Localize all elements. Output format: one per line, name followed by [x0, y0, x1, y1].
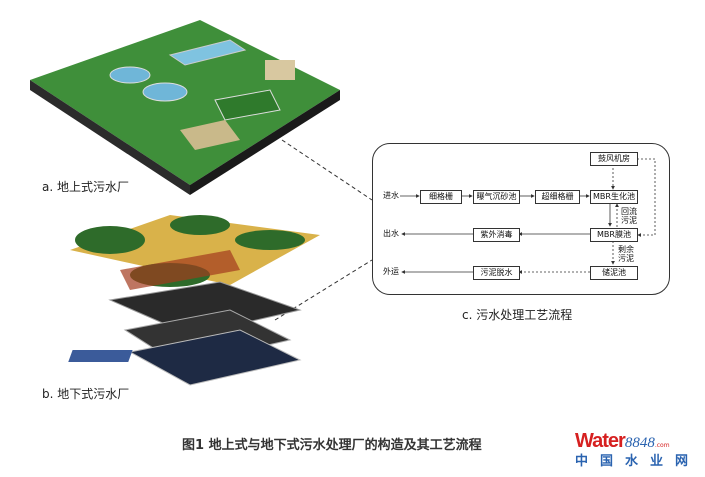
return-sludge-label: 回流污泥	[621, 207, 637, 225]
clarifier-tank	[109, 66, 151, 84]
panel-a-label: a. 地上式污水厂	[42, 180, 129, 194]
blower-room-box: 鼓风机房	[590, 152, 638, 166]
logo-cn: 中国水业网	[575, 454, 701, 469]
above-ground-plant-base	[30, 20, 340, 185]
logo-suffix: .com	[654, 442, 670, 449]
figure-caption: 图1 地上式与地下式污水处理厂的构造及其工艺流程	[182, 438, 482, 453]
outflow-label: 出水	[383, 229, 399, 238]
sludge-dewatering-box: 污泥脱水	[473, 266, 520, 280]
aerated-grit-chamber-box: 曝气沉砂池	[473, 190, 520, 204]
mbr-bio-tank-box: MBR生化池	[590, 190, 638, 204]
process-flow-diagram	[372, 143, 670, 295]
export-label: 外运	[383, 267, 399, 276]
panel-b-label: b. 地下式污水厂	[42, 387, 130, 401]
water8848-logo: Water8848.com 中国水业网	[575, 430, 700, 469]
uv-disinfection-box: 紫外消毒	[473, 228, 520, 242]
inflow-label: 进水	[383, 191, 399, 200]
logo-brand: Water	[575, 430, 626, 452]
sludge-storage-box: 储泥池	[590, 266, 638, 280]
clarifier-tank	[142, 82, 188, 102]
fine-screen-box: 细格栅	[420, 190, 462, 204]
logo-number: 8848	[624, 435, 655, 451]
excess-sludge-label: 剩余污泥	[618, 245, 634, 263]
panel-c-label: c. 污水处理工艺流程	[462, 308, 573, 322]
ultrafine-screen-box: 超细格栅	[535, 190, 580, 204]
mbr-membrane-tank-box: MBR膜池	[590, 228, 638, 242]
underground-level-3	[128, 329, 302, 386]
